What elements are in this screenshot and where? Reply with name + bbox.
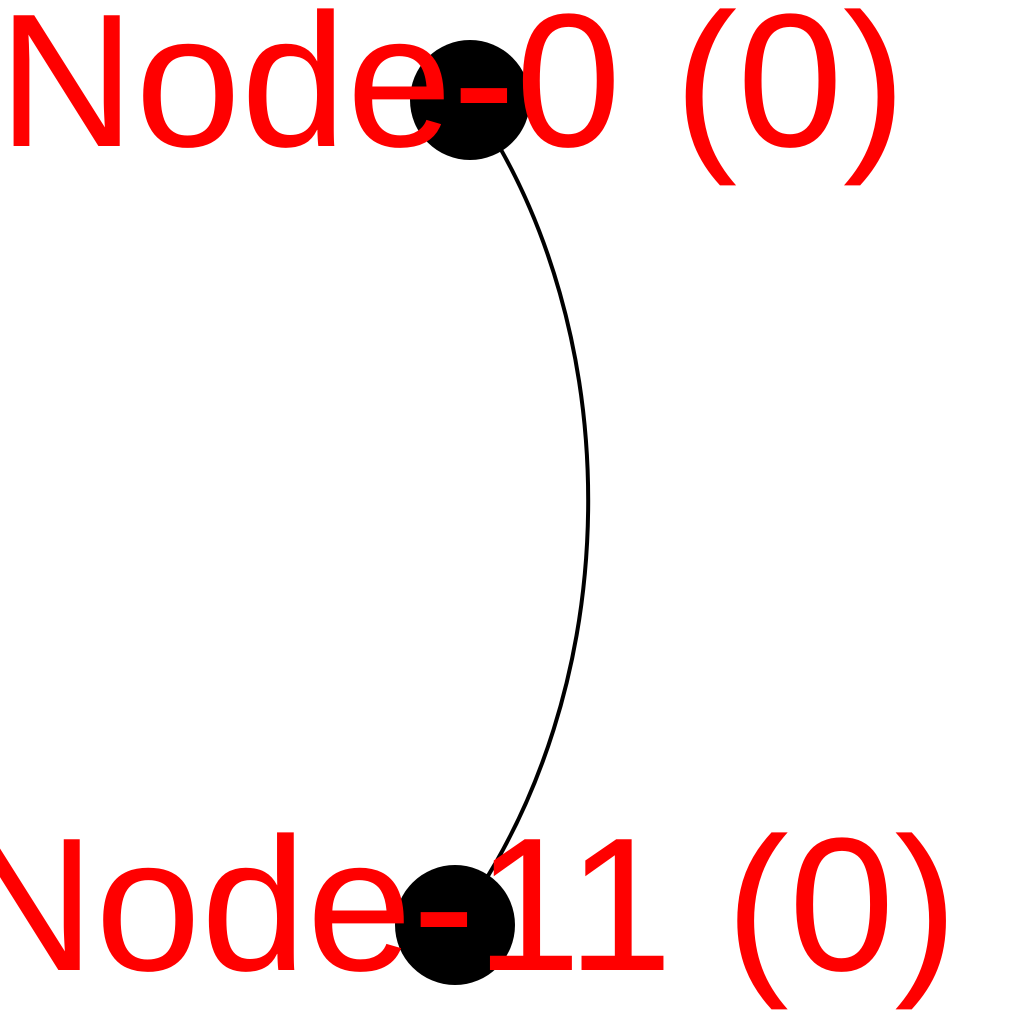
graph-node-11 [395,865,515,985]
node-11-dot [395,865,515,985]
node-0-label: Node-0 (0) [0,0,906,187]
edge-node-0-node-11 [453,98,591,927]
node-11-label: Node-11 (0) [0,799,958,1011]
node-0-dot [410,40,530,160]
graph-node-0 [410,40,530,160]
